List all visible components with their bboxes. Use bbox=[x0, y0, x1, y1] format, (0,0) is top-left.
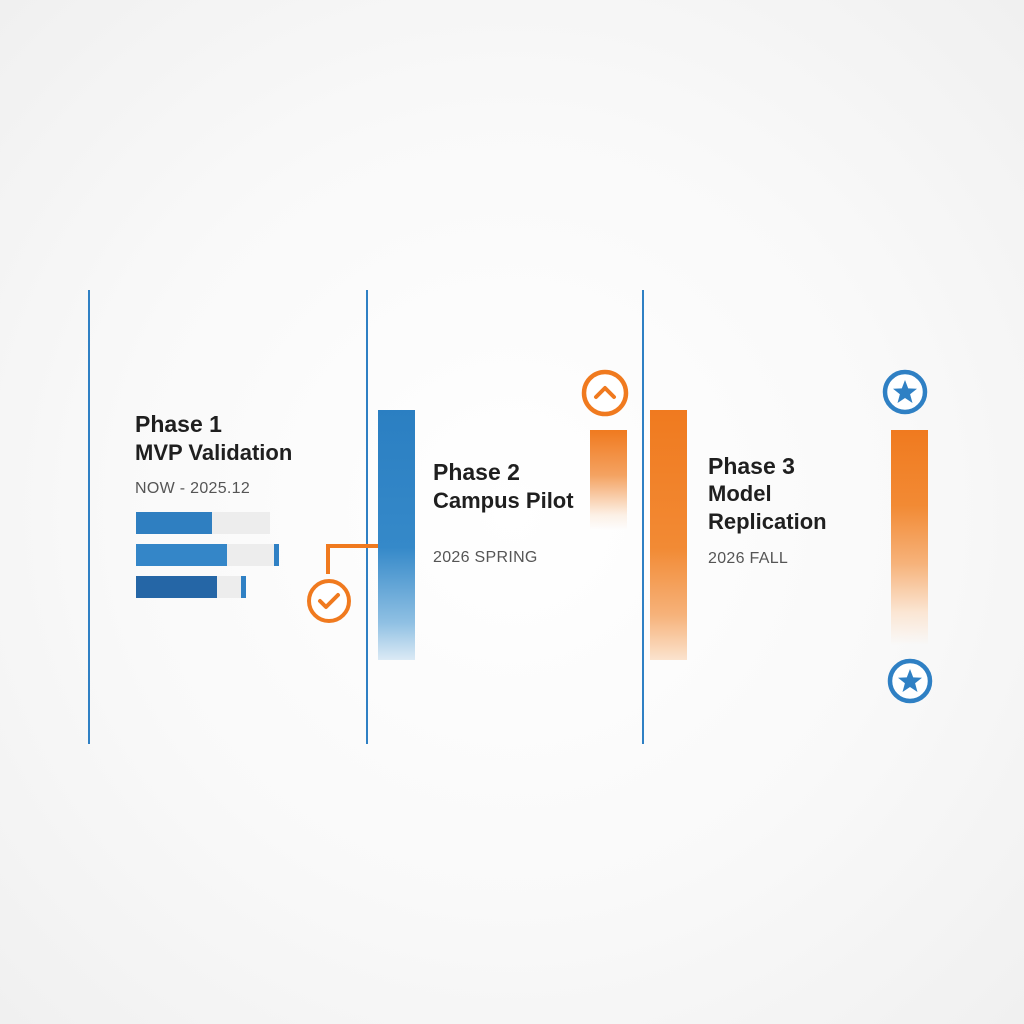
phase-3-subtitle-line-2: Replication bbox=[708, 509, 827, 534]
progress-bar-1 bbox=[136, 512, 270, 534]
phase-1-date: NOW - 2025.12 bbox=[135, 480, 251, 497]
phase-3-subtitle-line-1: Model bbox=[708, 481, 772, 506]
phase-2-date: 2026 SPRING bbox=[433, 549, 538, 566]
progress-fill-3 bbox=[136, 576, 218, 598]
phase-3-title: Phase 3 bbox=[708, 453, 795, 479]
progress-marker-3 bbox=[241, 576, 246, 598]
check-circle-icon bbox=[307, 579, 351, 623]
divider-line-3 bbox=[642, 290, 644, 744]
phase-3-date: 2026 FALL bbox=[708, 550, 789, 567]
progress-fill-2 bbox=[136, 544, 228, 566]
progress-fill-1 bbox=[136, 512, 213, 534]
phase-3-accent-bar bbox=[891, 430, 928, 645]
progress-bar-2 bbox=[136, 544, 274, 566]
phase-2-title: Phase 2 bbox=[433, 459, 520, 485]
phase-1-title: Phase 1 bbox=[135, 411, 222, 437]
divider-line-1 bbox=[88, 290, 90, 744]
progress-bar-3 bbox=[136, 576, 246, 598]
star-circle-icon bbox=[882, 369, 928, 415]
phase-2-subtitle: Campus Pilot bbox=[433, 488, 574, 513]
star-circle-icon bbox=[887, 658, 933, 704]
divider-line-2 bbox=[366, 290, 368, 744]
phase-1-subtitle: MVP Validation bbox=[135, 440, 293, 465]
phase-2-bar bbox=[378, 410, 415, 660]
phase-3-bar bbox=[650, 410, 687, 660]
progress-marker-2 bbox=[274, 544, 279, 566]
chevron-up-circle-icon bbox=[581, 369, 629, 417]
phase-2-accent-bar bbox=[590, 430, 627, 530]
